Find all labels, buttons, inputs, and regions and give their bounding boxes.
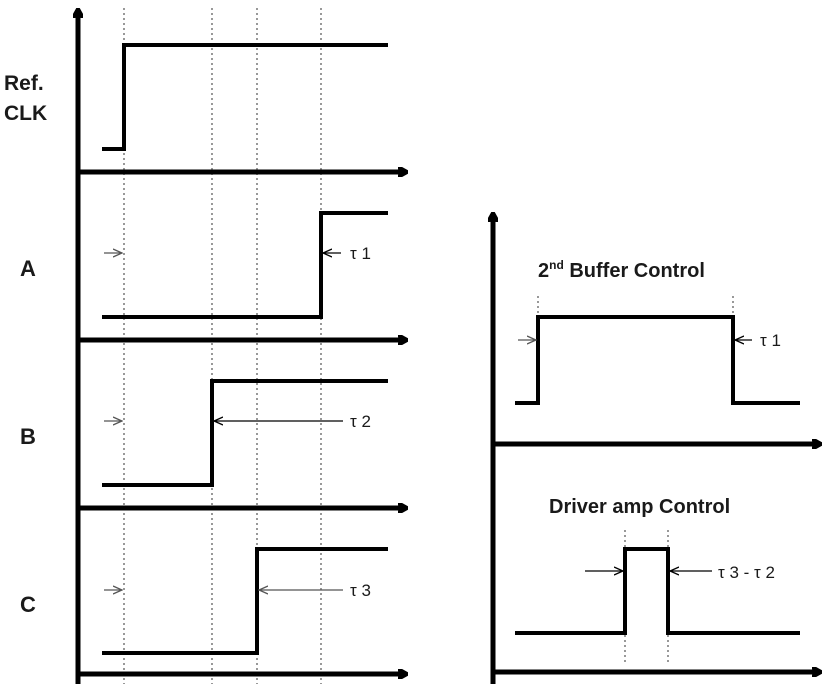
buffer-tau-label: τ 1 (760, 331, 781, 350)
driver-tau-label: τ 3 - τ 2 (718, 563, 775, 582)
signal-c-label: C (20, 592, 36, 617)
left-panel: Ref. CLK A τ 1 B τ 2 C τ 3 (4, 8, 406, 684)
tau-2-label: τ 2 (350, 412, 371, 431)
signal-a-waveform (102, 211, 388, 319)
driver-control-waveform (515, 547, 800, 635)
ref-clk-waveform (102, 43, 388, 151)
ref-clk-label-line1: Ref. (4, 72, 44, 95)
signal-a-label: A (20, 256, 36, 281)
signal-b-label: B (20, 424, 36, 449)
buffer-control-waveform (515, 315, 800, 405)
buffer-control-title: 2nd Buffer Control (538, 258, 705, 282)
signal-c-waveform (102, 547, 388, 655)
driver-control-title: Driver amp Control (549, 496, 730, 518)
tau-3-label: τ 3 (350, 581, 371, 600)
right-panel: 2nd Buffer Control τ 1 Driver amp Contro… (493, 214, 820, 684)
tau-1-label: τ 1 (350, 244, 371, 263)
signal-b-waveform (102, 379, 388, 487)
ref-clk-label-line2: CLK (4, 102, 47, 125)
